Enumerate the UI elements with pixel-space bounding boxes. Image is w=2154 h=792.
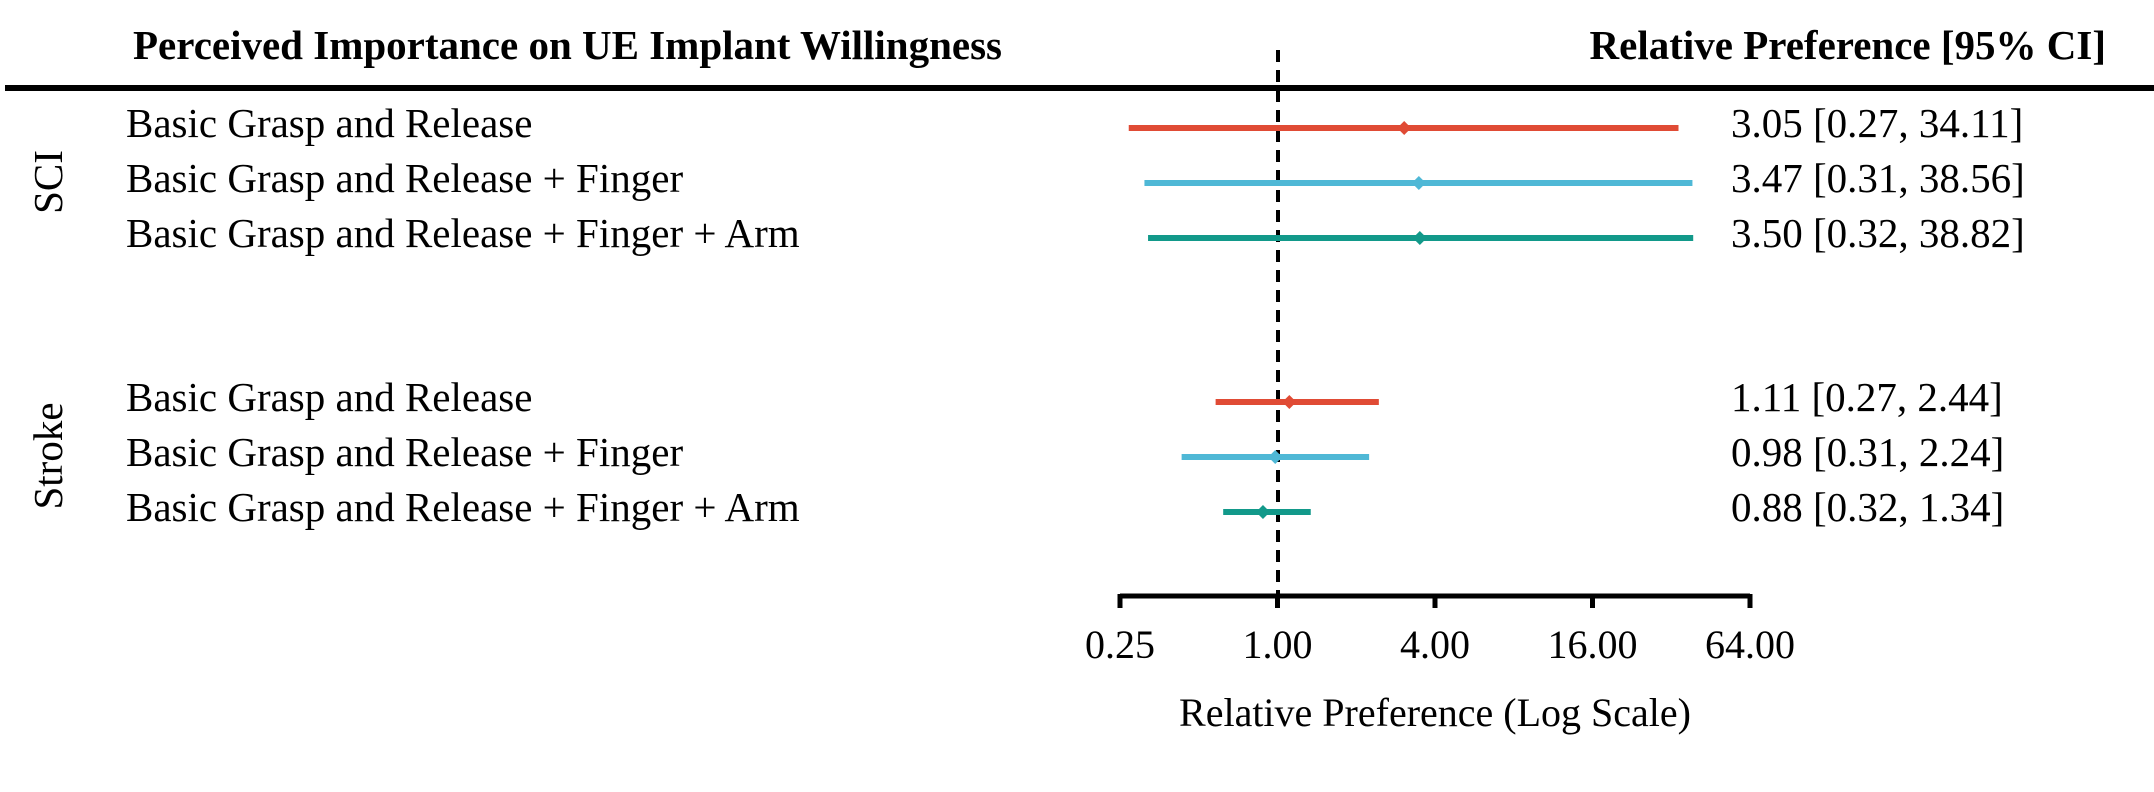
point-estimate (1411, 176, 1426, 190)
left-column-header: Perceived Importance on UE Implant Willi… (133, 22, 1002, 68)
x-tick-label: 0.25 (1085, 622, 1155, 667)
point-estimate (1268, 450, 1283, 464)
row-label: Basic Grasp and Release + Finger (126, 429, 683, 475)
x-tick-label: 64.00 (1705, 622, 1795, 667)
estimate-text: 3.50 [0.32, 38.82] (1731, 210, 2025, 256)
point-estimate (1255, 505, 1270, 519)
x-axis: 0.25 1.00 4.00 16.00 64.00 (1085, 593, 1795, 667)
x-tick-label: 4.00 (1400, 622, 1470, 667)
estimate-text: 3.47 [0.31, 38.56] (1731, 155, 2025, 201)
point-estimate (1397, 121, 1412, 135)
row-label: Basic Grasp and Release + Finger (126, 155, 683, 201)
estimate-text: 1.11 [0.27, 2.44] (1731, 374, 2003, 420)
row-label: Basic Grasp and Release (126, 100, 532, 146)
x-tick-label: 1.00 (1243, 622, 1313, 667)
row-label: Basic Grasp and Release + Finger + Arm (126, 210, 800, 256)
x-tick-label: 16.00 (1548, 622, 1638, 667)
group-label: Stroke (25, 402, 71, 509)
point-estimate (1282, 395, 1297, 409)
group-label: SCI (25, 150, 71, 214)
estimate-text: 0.98 [0.31, 2.24] (1731, 429, 2004, 475)
row-label: Basic Grasp and Release + Finger + Arm (126, 484, 800, 530)
row-label: Basic Grasp and Release (126, 374, 532, 420)
forest-rows: SCI Basic Grasp and Release 3.05 [0.27, 34… (25, 100, 2025, 530)
x-axis-label: Relative Preference (Log Scale) (1179, 690, 1691, 735)
point-estimate (1412, 231, 1427, 245)
estimate-text: 0.88 [0.32, 1.34] (1731, 484, 2004, 530)
right-column-header: Relative Preference [95% CI] (1590, 22, 2106, 68)
estimate-text: 3.05 [0.27, 34.11] (1731, 100, 2023, 146)
